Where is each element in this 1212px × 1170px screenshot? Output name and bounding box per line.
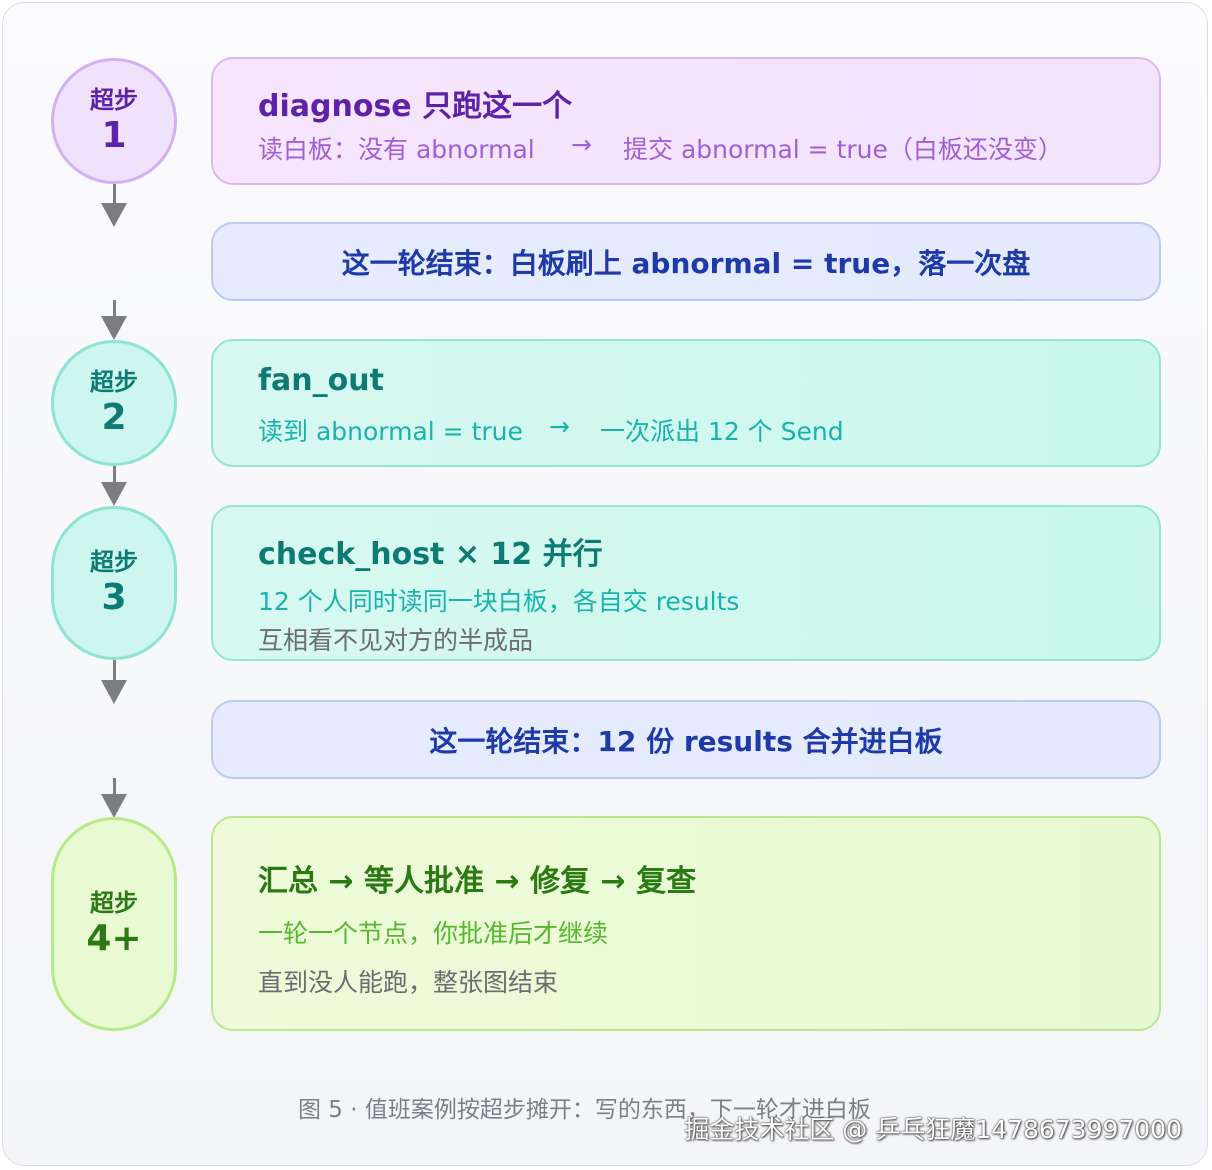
flow-arrow-icon [101,184,127,227]
flow-arrow-icon [101,778,127,818]
card-read-text: 读到 abnormal = true [258,417,523,446]
superstep-number: 1 [101,115,127,156]
card-approval-text: 一轮一个节点，你批准后才继续 [258,919,609,948]
card-title: fan_out [258,363,384,398]
card-end-text: 直到没人能跑，整张图结束 [258,968,559,997]
superstep-word: 超步 [90,368,138,396]
card-send-text: 一次派出 12 个 Send [600,417,844,446]
card-title: 汇总 → 等人批准 → 修复 → 复查 [258,864,697,899]
flow-arrow-icon [101,300,127,340]
card-isolation-text: 互相看不见对方的半成品 [258,626,534,655]
superstep-1-badge: 超步 1 [51,58,177,184]
card-summary: 汇总 → 等人批准 → 修复 → 复查 一轮一个节点，你批准后才继续 直到没人能… [211,816,1161,1031]
right-arrow-icon: → [571,130,592,159]
card-title: diagnose 只跑这一个 [258,89,573,124]
superstep-word: 超步 [90,86,138,114]
superstep-number: 2 [101,397,127,438]
flow-arrow-icon [101,466,127,506]
round-end-banner-2: 这一轮结束：12 份 results 合并进白板 [211,700,1161,779]
superstep-word: 超步 [90,548,138,576]
superstep-number: 3 [101,577,127,618]
card-title: check_host × 12 并行 [258,537,603,572]
superstep-4-plus-badge: 超步 4+ [51,817,177,1031]
watermark: 掘金技术社区 @ 乒乓狂魔1478673997000 [684,1115,1182,1144]
right-arrow-icon: → [549,412,570,441]
card-check-host: check_host × 12 并行 12 个人同时读同一块白板，各自交 res… [211,505,1161,661]
banner-text: 这一轮结束：12 份 results 合并进白板 [429,724,943,758]
superstep-number: 4+ [86,918,142,959]
round-end-banner-1: 这一轮结束：白板刷上 abnormal = true，落一次盘 [211,222,1161,301]
flow-arrow-icon [101,660,127,704]
banner-text: 这一轮结束：白板刷上 abnormal = true，落一次盘 [341,246,1031,280]
superstep-3-badge: 超步 3 [51,506,177,660]
figure-caption: 图 5 · 值班案例按超步摊开：写的东西，下一轮才进白板 [298,1097,871,1123]
card-fan-out: fan_out 读到 abnormal = true → 一次派出 12 个 S… [211,339,1161,467]
superstep-word: 超步 [90,889,138,917]
card-parallel-text: 12 个人同时读同一块白板，各自交 results [258,587,740,616]
card-diagnose: diagnose 只跑这一个 读白板：没有 abnormal → 提交 abno… [211,57,1161,185]
card-submit-text: 提交 abnormal = true（白板还没变） [623,135,1063,164]
card-read-text: 读白板：没有 abnormal [258,135,535,164]
superstep-2-badge: 超步 2 [51,340,177,466]
